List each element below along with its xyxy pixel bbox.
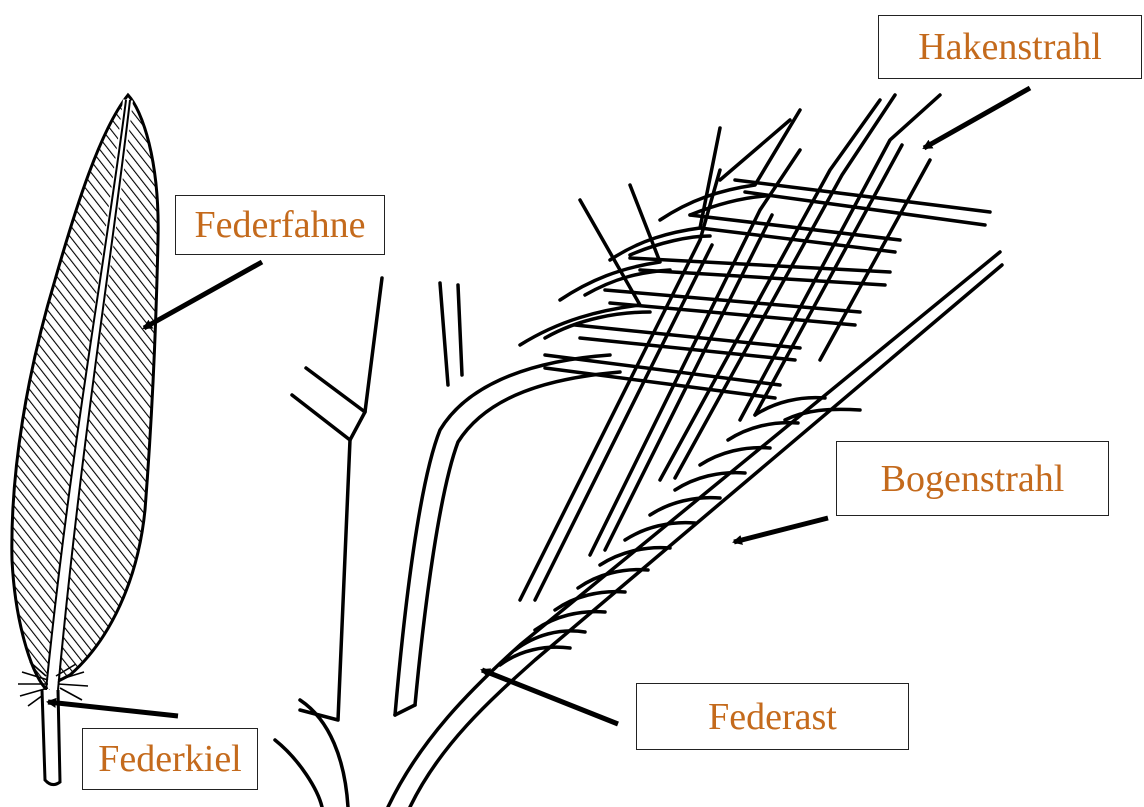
label-federast: Federast: [636, 683, 909, 750]
label-federast-text: Federast: [708, 698, 837, 736]
label-hakenstrahl: Hakenstrahl: [878, 15, 1142, 79]
label-bogenstrahl-text: Bogenstrahl: [881, 460, 1065, 498]
label-federfahne: Federfahne: [175, 195, 385, 255]
arrow-federkiel: [48, 702, 178, 716]
label-hakenstrahl-text: Hakenstrahl: [918, 28, 1102, 66]
label-federkiel-text: Federkiel: [98, 740, 242, 778]
label-federkiel: Federkiel: [82, 728, 258, 790]
label-federfahne-text: Federfahne: [195, 206, 366, 244]
arrow-federfahne: [144, 262, 262, 328]
label-bogenstrahl: Bogenstrahl: [836, 441, 1109, 516]
arrow-bogenstrahl: [734, 518, 828, 542]
arrow-federast: [482, 670, 618, 724]
feather-illustration: [12, 95, 158, 785]
